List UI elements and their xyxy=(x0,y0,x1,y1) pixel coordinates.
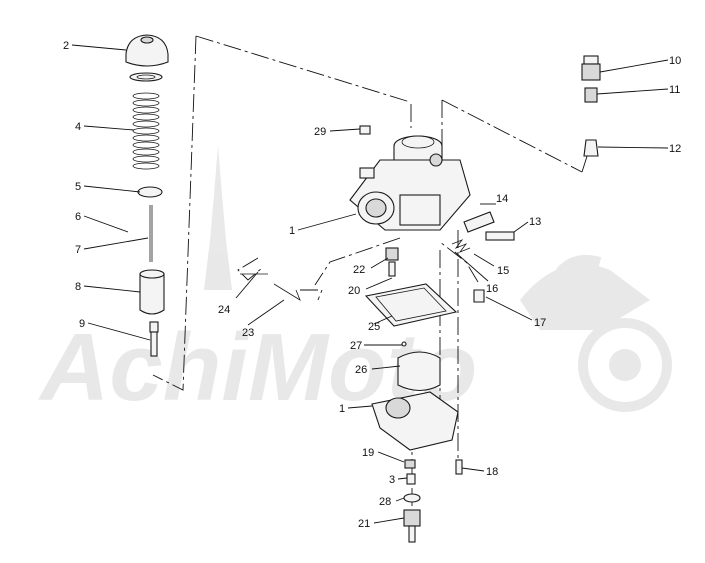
spring-part xyxy=(132,92,160,170)
float-bowl-gasket-part xyxy=(364,283,458,327)
callout-17: 17 xyxy=(534,317,546,329)
callout-7: 7 xyxy=(75,244,81,256)
adjuster-part xyxy=(149,321,159,357)
callout-1-bottom: 1 xyxy=(339,403,345,415)
callout-19: 19 xyxy=(362,447,374,459)
callout-24: 24 xyxy=(218,304,230,316)
callout-29: 29 xyxy=(314,126,326,138)
callout-11: 11 xyxy=(669,84,680,96)
callout-5: 5 xyxy=(75,181,81,193)
callout-9: 9 xyxy=(79,318,85,330)
callout-18: 18 xyxy=(486,466,498,478)
callout-10: 10 xyxy=(669,55,681,67)
cap-gasket-part xyxy=(129,72,163,82)
callout-26: 26 xyxy=(355,364,367,376)
idle-screw-spring-part xyxy=(451,239,471,253)
callout-12: 12 xyxy=(669,143,681,155)
drain-plug-part xyxy=(403,509,421,543)
leader-lines xyxy=(71,44,669,524)
callout-1-top: 1 xyxy=(289,225,295,237)
callout-21: 21 xyxy=(358,518,370,530)
clip-hose-part xyxy=(240,273,301,301)
callout-23: 23 xyxy=(242,327,254,339)
callout-27: 27 xyxy=(350,340,362,352)
float-pin-part xyxy=(401,341,407,347)
callout-13: 13 xyxy=(529,216,541,228)
main-jet-part xyxy=(404,459,416,485)
locknut-part xyxy=(584,87,598,103)
jet-holder-part xyxy=(385,247,399,277)
cap-part xyxy=(125,34,169,67)
float-bowl-part xyxy=(371,391,459,451)
callout-20: 20 xyxy=(348,285,360,297)
pilot-screw-part xyxy=(463,211,515,241)
callout-8: 8 xyxy=(75,281,81,293)
callout-2: 2 xyxy=(63,40,69,52)
throttle-valve-part xyxy=(139,269,165,315)
retainer-plate-part xyxy=(137,186,163,198)
carburetor-body-part xyxy=(349,135,471,231)
watermark-logo: AchiMoto xyxy=(38,145,672,421)
float-part xyxy=(397,351,441,392)
o-ring-part xyxy=(403,493,421,503)
air-vent-part xyxy=(359,125,371,135)
callout-22: 22 xyxy=(353,264,365,276)
callout-4: 4 xyxy=(75,121,81,133)
callout-6: 6 xyxy=(75,211,81,223)
vent-tube-part xyxy=(473,289,485,303)
cable-fitting-part xyxy=(583,139,599,157)
callout-25: 25 xyxy=(368,321,380,333)
needle-part xyxy=(149,205,153,262)
callout-3: 3 xyxy=(389,474,395,486)
callout-numbers: 2 4 5 6 7 8 9 29 1 10 11 12 14 13 15 16 … xyxy=(63,40,681,530)
cable-adjuster-part xyxy=(581,55,601,81)
callout-14: 14 xyxy=(496,193,508,205)
callout-28: 28 xyxy=(379,496,391,508)
callout-15: 15 xyxy=(497,265,509,277)
drain-screw-part xyxy=(455,459,463,475)
callout-16: 16 xyxy=(486,283,498,295)
